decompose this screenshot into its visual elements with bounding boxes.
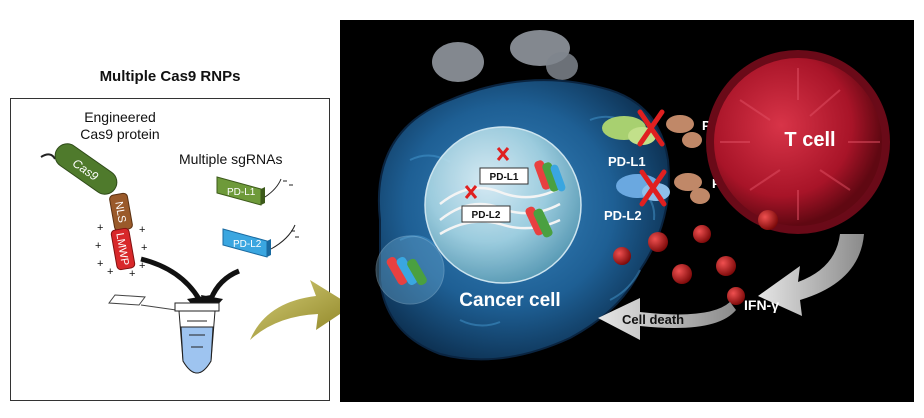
charge-marks: + + + + + + + + <box>95 222 147 280</box>
svg-text:+: + <box>97 258 103 270</box>
nuclear-rnp <box>525 160 566 238</box>
svg-text:+: + <box>95 240 101 252</box>
gene-cut-marks <box>464 147 510 199</box>
arrow-right-curve <box>208 268 240 300</box>
cancer-cell-label: Cancer cell <box>459 290 560 311</box>
transfer-arrow <box>250 280 352 340</box>
cell-death-arrow <box>598 298 736 340</box>
svg-text:+: + <box>141 242 147 254</box>
lmwp-segment: LMWP <box>110 227 136 271</box>
cell-death-label: Cell death <box>622 312 684 327</box>
pdl2-label: PD-L2 <box>604 208 642 223</box>
sgrna-pdl2: PD-L2 <box>222 224 299 258</box>
svg-text:+: + <box>97 222 103 234</box>
svg-text:+: + <box>139 224 145 236</box>
pd1-proteins <box>666 115 710 204</box>
engineered-label-line1: Engineered <box>84 109 156 125</box>
svg-text:+: + <box>129 268 135 280</box>
svg-text:+: + <box>139 260 145 272</box>
svg-text:+: + <box>107 266 113 278</box>
t-cell-label: T cell <box>784 129 835 151</box>
mechanism-panel: PD-L1 PD-L2 Cancer cell <box>340 20 914 402</box>
nls-segment: NLS <box>109 192 133 232</box>
cas9-protein: Cas9 <box>54 143 118 195</box>
surface-molecules <box>432 30 578 82</box>
t-cell <box>706 50 890 234</box>
engineered-label-line2: Cas9 protein <box>80 126 160 142</box>
arrow-left-curve <box>140 256 202 301</box>
blocked-marks <box>637 109 667 207</box>
sgrna-pdl1-label: PD-L1 <box>227 187 256 198</box>
gene-label-pdl1: PD-L1 <box>490 172 519 183</box>
sgrna-label: Multiple sgRNAs <box>179 151 283 167</box>
gene-label-pdl2: PD-L2 <box>472 210 501 221</box>
sgrna-pdl1: PD-L1 <box>216 176 293 206</box>
ifn-gamma-particles <box>613 210 778 305</box>
lmwp-segment-label: LMWP <box>113 232 131 267</box>
rnp-illustration: Cas9 NLS LMWP + + + + + + + + PD-L1 <box>40 143 299 374</box>
ifn-arrow <box>758 234 864 316</box>
rnp-panel: Engineered Cas9 protein Multiple sgRNAs … <box>10 98 330 401</box>
sgrna-pdl2-label: PD-L2 <box>233 239 262 250</box>
ifn-label: IFN-γ <box>744 297 779 313</box>
membrane-strip <box>108 294 146 306</box>
pdl1-label: PD-L1 <box>608 154 646 169</box>
nls-segment-label: NLS <box>112 201 128 224</box>
mechanism-illustration: PD-L1 PD-L2 Cancer cell <box>375 30 890 361</box>
tube-icon <box>174 302 220 374</box>
vesicle-rnp <box>386 256 427 286</box>
panel-title: Multiple Cas9 RNPs <box>99 68 241 85</box>
engineered-label: Engineered Cas9 protein <box>65 109 175 143</box>
